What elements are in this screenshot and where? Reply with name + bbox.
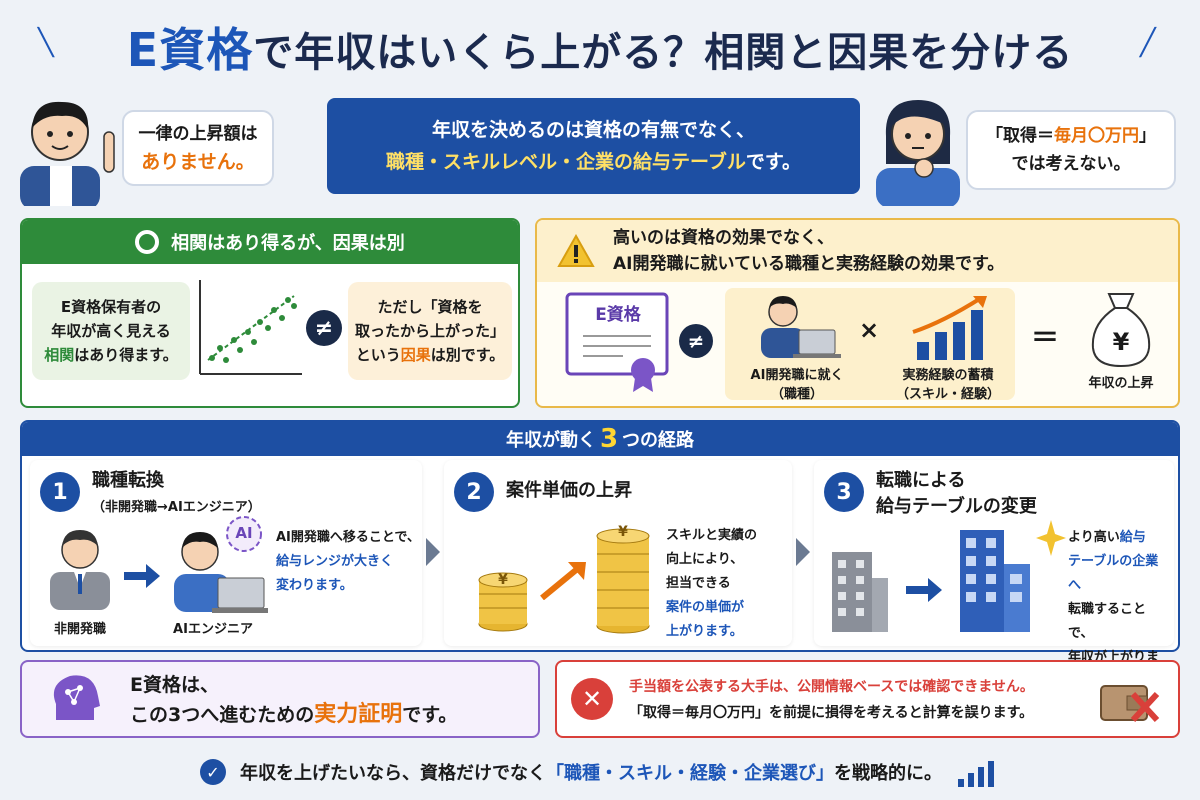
main-message-banner: 年収を決めるのは資格の有無でなく、 職種・スキルレベル・企業の給与テーブルです。 xyxy=(327,98,860,194)
correlation-panel: 相関はあり得るが、因果は別 E資格保有者の 年収が高く見える 相関はあり得ます。… xyxy=(20,218,520,408)
wallet-cross-icon xyxy=(1100,685,1160,723)
times-sign: × xyxy=(859,316,880,344)
footer-text: 年収を上げたいなら、資格だけでなく「職種・スキル・経験・企業選び」を戦略的に。 xyxy=(240,763,942,784)
step-title: 職種転換 xyxy=(92,470,164,491)
arrow-up-icon xyxy=(540,562,586,600)
step-description: AI開発職へ移ることで、 給与レンジが大きく 変わります。 xyxy=(276,530,420,593)
ai-head-icon xyxy=(53,675,100,720)
arrow-right-icon xyxy=(906,578,942,602)
warning-text: 手当額を公表する大手は、公開情報ベースでは確認できません。 「取得＝毎月〇万円」… xyxy=(629,679,1034,721)
equals-sign: ＝ xyxy=(1031,321,1060,354)
right-speech-bubble: 「取得＝毎月〇万円」 では考えない。 xyxy=(966,110,1176,190)
not-equal-badge: ≠ xyxy=(679,324,713,358)
left-speech-bubble: 一律の上昇額は ありません。 xyxy=(122,110,274,186)
cross-icon: ✕ xyxy=(571,678,613,720)
correlation-heading: 相関はあり得るが、因果は別 xyxy=(22,220,518,264)
causation-box: ただし「資格を 取ったから上がった」 という因果は別です。 xyxy=(348,282,512,380)
not-equal-badge: ≠ xyxy=(306,310,342,346)
chevron-right-icon xyxy=(426,538,440,566)
job-label: AI開発職に就く （職種） xyxy=(750,368,844,402)
person-thinking-icon xyxy=(876,100,960,206)
sparkle-icon: ╱ xyxy=(1140,28,1156,58)
chevron-right-icon xyxy=(796,538,810,566)
from-label: 非開発職 xyxy=(53,622,106,637)
step-number: 3 xyxy=(824,472,864,512)
warning-icon xyxy=(557,234,595,267)
ai-brain-icon xyxy=(226,516,262,552)
money-bag-icon xyxy=(1091,293,1151,368)
effect-panel: 高いのは資格の効果でなく、 AI開発職に就いている職種と実務経験の効果です。 E… xyxy=(535,218,1180,408)
step-title: 転職による 給与テーブルの変更 xyxy=(876,470,1037,517)
path-step-3: 3 転職による 給与テーブルの変更 より高い給与 テーブルの企業へ 転職すること… xyxy=(814,460,1174,689)
ai-badge: AI xyxy=(235,524,253,542)
rising-chart-icon xyxy=(912,296,987,360)
businessman-icon xyxy=(50,530,110,610)
certificate-icon xyxy=(565,292,669,392)
path-step-2: 2 案件単価の上昇 ¥ ¥ スキルと実績の 向上により、 担当できる 案件の単価… xyxy=(444,460,792,646)
sparkle-icon xyxy=(1036,520,1066,556)
step-subtitle: （非開発職→AIエンジニア） xyxy=(92,500,261,515)
bar-chart-icon xyxy=(958,761,994,787)
building-icon xyxy=(960,530,1030,632)
coin-stack-icon xyxy=(596,528,650,634)
step-number: 2 xyxy=(454,472,494,512)
person-pointing-icon xyxy=(20,101,115,206)
path-step-1: 1 職種転換 （非開発職→AIエンジニア） 非開発職 AI AIエンジニア AI… xyxy=(30,460,422,646)
yen-symbol: ¥ xyxy=(618,524,628,540)
proof-panel: E資格は、 この3つへ進むための実力証明です。 xyxy=(20,660,540,738)
correlation-box: E資格保有者の 年収が高く見える 相関はあり得ます。 xyxy=(32,282,190,380)
yen-symbol: ¥ xyxy=(1112,328,1130,356)
step-title: 案件単価の上昇 xyxy=(506,480,632,501)
experience-label: 実務経験の蓄積 （スキル・経験） xyxy=(895,368,1000,402)
person-laptop-icon xyxy=(761,296,841,358)
effect-heading: 高いのは資格の効果でなく、 AI開発職に就いている職種と実務経験の効果です。 xyxy=(537,220,1178,282)
footer-message: ✓ 年収を上げたいなら、資格だけでなく「職種・スキル・経験・企業選び」を戦略的に… xyxy=(0,752,1200,792)
building-icon xyxy=(832,552,888,632)
circle-icon xyxy=(135,230,160,254)
person-laptop-icon xyxy=(174,532,268,613)
sparkle-icon: ╲ xyxy=(38,28,54,58)
check-icon: ✓ xyxy=(200,759,226,785)
arrow-right-icon xyxy=(124,564,160,588)
to-label: AIエンジニア xyxy=(173,622,253,637)
step-description: スキルと実績の 向上により、 担当できる 案件の単価が 上がります。 xyxy=(666,528,758,639)
proof-text: E資格は、 この3つへ進むための実力証明です。 xyxy=(130,674,458,727)
scatter-plot-icon xyxy=(199,280,302,375)
result-label: 年収の上昇 xyxy=(1088,376,1154,391)
yen-symbol: ¥ xyxy=(498,572,508,588)
coin-stack-icon xyxy=(478,572,528,632)
warning-panel: ✕ 手当額を公表する大手は、公開情報ベースでは確認できません。 「取得＝毎月〇万… xyxy=(555,660,1180,738)
certificate-label: E資格 xyxy=(595,305,641,325)
step-number: 1 xyxy=(40,472,80,512)
page-title: E資格で年収はいくら上がる？相関と因果を分ける xyxy=(126,23,1074,77)
